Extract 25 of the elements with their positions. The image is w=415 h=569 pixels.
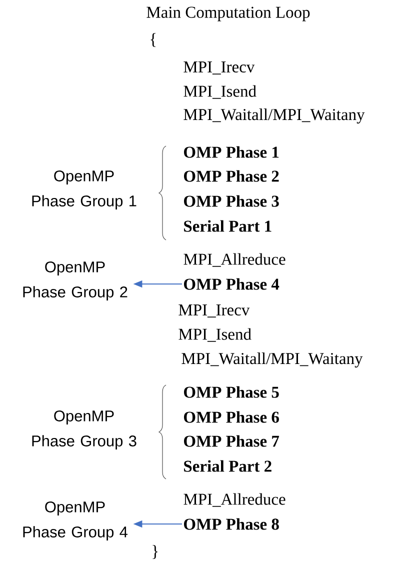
group-label: OpenMP Phase Group 1 bbox=[32, 170, 136, 210]
code-line: OMP Phase 3 bbox=[184, 195, 279, 207]
code-line: OMP Phase 2 bbox=[184, 170, 279, 182]
code-line: OMP Phase 8 bbox=[184, 518, 279, 530]
code-line: OMP Phase 7 bbox=[184, 435, 280, 447]
code-line: MPI_Waitall/MPI_Waitany bbox=[182, 352, 363, 368]
code-line: MPI_Irecv bbox=[178, 304, 250, 318]
group-label: OpenMP Phase Group 4 bbox=[23, 501, 128, 541]
code-line: MPI_Isend bbox=[184, 85, 256, 99]
code-line: OMP Phase 5 bbox=[184, 386, 279, 398]
code-line: MPI_Isend bbox=[178, 328, 252, 342]
heading: Main Computation Loop bbox=[146, 6, 310, 22]
code-line: MPI_Allreduce bbox=[184, 493, 286, 507]
code-line: OMP Phase 4 bbox=[184, 278, 280, 290]
code-line: MPI_Allreduce bbox=[184, 253, 286, 267]
group-label: OpenMP Phase Group 3 bbox=[32, 410, 136, 450]
code-line: Serial Part 2 bbox=[184, 460, 272, 472]
code-line: OMP Phase 6 bbox=[184, 411, 279, 423]
code-line: Serial Part 1 bbox=[184, 220, 272, 232]
brace-text: } bbox=[152, 545, 158, 559]
code-line: MPI_Waitall/MPI_Waitany bbox=[184, 108, 365, 124]
code-line: MPI_Irecv bbox=[184, 62, 255, 74]
group-label: OpenMP Phase Group 2 bbox=[23, 261, 128, 301]
brace-text: { bbox=[150, 33, 156, 47]
code-line: OMP Phase 1 bbox=[184, 146, 279, 158]
